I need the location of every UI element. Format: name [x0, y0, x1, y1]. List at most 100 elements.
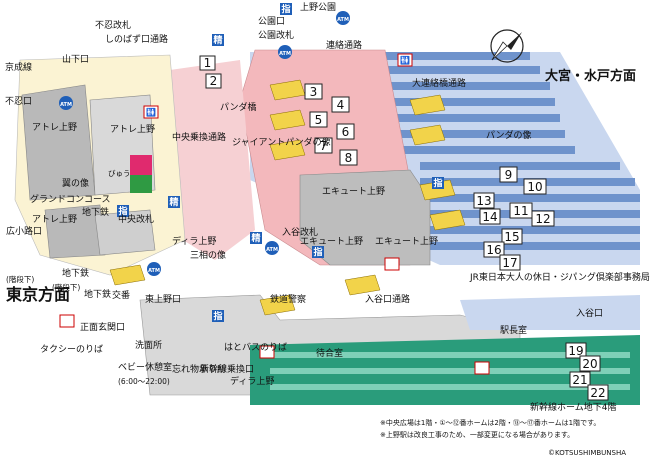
fine-sign-icon: 精 [250, 232, 262, 244]
ticket-sign-icon: 指 [117, 205, 129, 217]
platform-10: 10 [523, 178, 547, 195]
svg-text:©KOTSUSHIMBUNSHA: ©KOTSUSHIMBUNSHA [548, 449, 626, 457]
svg-text:22: 22 [590, 386, 605, 400]
svg-text:ディラ上野: ディラ上野 [230, 375, 274, 387]
platform-16: 16 [483, 241, 505, 258]
svg-text:20: 20 [582, 357, 597, 371]
svg-text:公園口: 公園口 [258, 16, 285, 27]
fine-sign-icon: 精 [168, 196, 180, 208]
left-buildings [14, 54, 186, 276]
platform-19: 19 [565, 342, 587, 359]
compass-icon [490, 29, 524, 63]
svg-text:指: 指 [213, 310, 222, 322]
ticket-sign-icon: 指 [280, 3, 292, 15]
svg-text:忘れ物承り所: 忘れ物承り所 [172, 363, 226, 375]
atm-icon: ATM [147, 262, 161, 276]
svg-text:山下口: 山下口 [62, 54, 89, 65]
svg-text:グランドコンコース: グランドコンコース [30, 193, 111, 205]
svg-text:1: 1 [204, 56, 212, 70]
svg-text:精: 精 [169, 196, 178, 208]
platform-numbers-shinkansen: 19 20 21 22 [565, 342, 609, 401]
svg-text:15: 15 [504, 230, 519, 244]
svg-text:8: 8 [345, 151, 353, 165]
svg-text:中央乗換通路: 中央乗換通路 [172, 131, 226, 143]
platform-11: 11 [509, 202, 533, 219]
svg-text:はとバスのりば: はとバスのりば [224, 342, 287, 353]
platform-21: 21 [569, 371, 591, 388]
platform-4: 4 [331, 96, 350, 113]
svg-text:5: 5 [315, 113, 323, 127]
svg-text:東上野口: 東上野口 [145, 293, 181, 305]
svg-text:大連絡橋通路: 大連絡橋通路 [412, 77, 466, 89]
svg-text:10: 10 [527, 180, 542, 194]
svg-text:不忍改札: 不忍改札 [95, 19, 131, 31]
svg-text:ATM: ATM [60, 102, 72, 108]
platform-9: 9 [499, 166, 518, 183]
atm-icon: ATM [278, 45, 292, 59]
svg-text:指: 指 [433, 177, 442, 189]
svg-text:交番: 交番 [112, 289, 130, 301]
svg-text:11: 11 [513, 204, 528, 218]
svg-text:駅長室: 駅長室 [500, 324, 527, 336]
svg-text:入谷口: 入谷口 [576, 308, 603, 319]
svg-text:13: 13 [476, 194, 491, 208]
svg-text:19: 19 [568, 344, 583, 358]
svg-text:アトレ上野: アトレ上野 [110, 124, 155, 135]
svg-text:3: 3 [310, 85, 318, 99]
area-labels: 不忍改札 しのばず口通路 公園口 上野公園 公園改札 連絡通路 京成線 不忍口 … [5, 2, 650, 457]
svg-text:JR東日本大人の休日・ジパング倶楽部事務局: JR東日本大人の休日・ジパング倶楽部事務局 [469, 271, 650, 283]
svg-text:上野公園: 上野公園 [300, 2, 336, 13]
svg-text:正面玄関口: 正面玄関口 [80, 321, 125, 333]
svg-text:ATM: ATM [337, 17, 349, 23]
svg-text:6: 6 [342, 125, 350, 139]
svg-text:中央改札: 中央改札 [118, 213, 154, 225]
svg-text:精: 精 [213, 34, 222, 46]
svg-text:新幹線ホーム地下4階: 新幹線ホーム地下4階 [530, 401, 616, 413]
svg-text:エキュート上野: エキュート上野 [375, 236, 438, 247]
svg-text:16: 16 [486, 243, 501, 257]
platform-6: 6 [336, 123, 355, 140]
svg-text:エキュート上野: エキュート上野 [322, 186, 385, 197]
svg-text:指: 指 [118, 205, 127, 217]
platform-14: 14 [479, 208, 501, 225]
svg-text:2: 2 [210, 74, 218, 88]
svg-text:ベビー休憩室: ベビー休憩室 [118, 361, 172, 373]
platform-3: 3 [304, 83, 323, 100]
ticket-sign-icon: 指 [432, 177, 444, 189]
svg-text:17: 17 [502, 256, 517, 270]
atm-icon: ATM [59, 96, 73, 110]
platform-5: 5 [309, 111, 328, 128]
svg-text:※中央広場は1階・①～⑫番ホームは2階・⑬～⑰番ホームは1階: ※中央広場は1階・①～⑫番ホームは2階・⑬～⑰番ホームは1階です。 [380, 418, 600, 427]
info-signs: 指 精 ATM ATM ATM ATM ATM 指 指 指 指 精 精 [59, 3, 444, 322]
platform-22: 22 [587, 384, 609, 401]
svg-text:精: 精 [251, 232, 260, 244]
platform-8: 8 [339, 149, 358, 166]
svg-text:ジャイアントパンダの像: ジャイアントパンダの像 [232, 136, 331, 148]
svg-text:🚻: 🚻 [146, 107, 156, 117]
svg-text:新幹線乗換口: 新幹線乗換口 [200, 363, 254, 375]
svg-text:エキュート上野: エキュート上野 [300, 236, 363, 247]
svg-text:公園改札: 公園改札 [258, 29, 294, 41]
platform-numbers-upper: 1 2 3 4 5 6 7 8 [199, 55, 358, 166]
platform-12: 12 [531, 210, 555, 227]
platform-20: 20 [579, 355, 601, 372]
svg-text:ATM: ATM [148, 268, 160, 274]
svg-text:4: 4 [337, 98, 345, 112]
platform-13: 13 [473, 192, 495, 209]
svg-text:鉄道警察: 鉄道警察 [270, 293, 306, 305]
atm-icon: ATM [265, 241, 279, 255]
svg-text:東京方面: 東京方面 [6, 285, 70, 304]
svg-text:12: 12 [535, 212, 550, 226]
svg-text:タクシーのりば: タクシーのりば [40, 344, 103, 355]
svg-text:地下鉄: 地下鉄 [84, 288, 111, 300]
svg-text:パンダ橋: パンダ橋 [220, 101, 256, 113]
svg-text:大宮・水戸方面: 大宮・水戸方面 [545, 68, 636, 84]
svg-text:連絡通路: 連絡通路 [326, 39, 362, 51]
svg-text:21: 21 [572, 373, 587, 387]
atm-icon: ATM [336, 11, 350, 25]
svg-text:不忍口: 不忍口 [5, 96, 32, 107]
svg-text:アトレ上野: アトレ上野 [32, 122, 77, 133]
svg-text:14: 14 [482, 210, 497, 224]
ticket-sign-icon: 指 [212, 310, 224, 322]
